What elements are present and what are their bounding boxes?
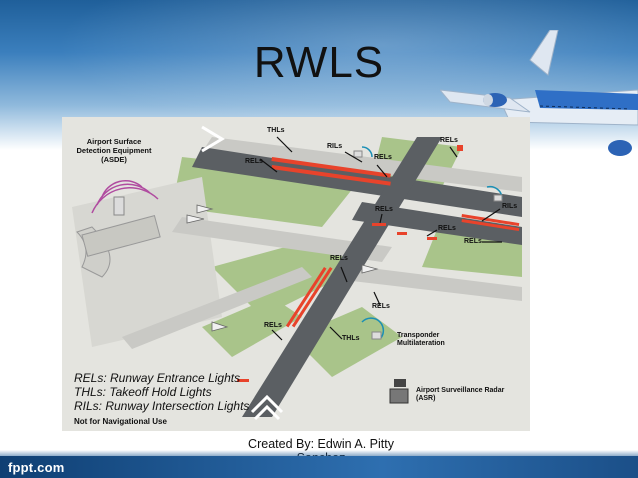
runway bbox=[352, 202, 522, 245]
disclaimer: Not for Navigational Use bbox=[74, 417, 167, 426]
callout-rels-right-low: RELs bbox=[464, 238, 482, 245]
legend-item-rils: RILs: Runway Intersection Lights bbox=[74, 399, 250, 413]
airplane-icon bbox=[440, 30, 638, 156]
asde-label: Airport Surface Detection Equipment (ASD… bbox=[76, 137, 152, 164]
callout-rels-mid: RELs bbox=[330, 255, 348, 262]
taxiway bbox=[202, 137, 522, 192]
concourse bbox=[81, 214, 161, 257]
callout-rels-right-mid: RELs bbox=[438, 225, 456, 232]
callout-rels-top-right: RELs bbox=[440, 137, 458, 144]
runway-entrance-lights bbox=[237, 145, 463, 382]
callout-rils-top: RILs bbox=[327, 143, 343, 150]
airport-layout bbox=[62, 117, 530, 431]
aircraft-icons bbox=[186, 204, 379, 332]
grass-area bbox=[202, 297, 302, 357]
asde-radar-icon bbox=[91, 180, 159, 216]
runway bbox=[192, 147, 522, 217]
callout-rels-left: RELs bbox=[245, 158, 263, 165]
taxiway bbox=[172, 217, 392, 262]
rwls-airport-diagram: Airport Surface Detection Equipment (ASD… bbox=[62, 117, 530, 431]
callout-thls-bottom: THLs bbox=[342, 335, 360, 342]
multilateration-sensor-icon bbox=[353, 146, 503, 340]
callout-rels-bottom-left: RELs bbox=[264, 322, 282, 329]
taxiway bbox=[352, 267, 522, 301]
footer-band bbox=[0, 450, 638, 478]
callout-rils-right: RILs bbox=[502, 203, 518, 210]
taxiway bbox=[122, 267, 312, 349]
runway-intersection-lights bbox=[271, 157, 520, 328]
grass-area bbox=[292, 307, 402, 377]
callout-arrows bbox=[259, 136, 502, 341]
brand-logo: fppt.com bbox=[8, 460, 65, 475]
callout-rels-lower: RELs bbox=[372, 303, 390, 310]
runway-threshold-chevrons bbox=[201, 125, 284, 421]
asr-radar-icon bbox=[389, 379, 409, 404]
transponder-label: Transponder Multilateration bbox=[397, 332, 445, 347]
callout-thls-top: THLs bbox=[267, 127, 285, 134]
slide-title: RWLS bbox=[253, 38, 385, 87]
callout-rels-center: RELs bbox=[375, 206, 393, 213]
asr-label: Airport Surveillance Radar (ASR) bbox=[416, 387, 505, 402]
legend-item-rels: RELs: Runway Entrance Lights bbox=[74, 371, 241, 385]
callout-rels-top-mid: RELs bbox=[374, 154, 392, 161]
legend-item-thls: THLs: Takeoff Hold Lights bbox=[74, 385, 212, 399]
legend: RELs: Runway Entrance Lights THLs: Takeo… bbox=[74, 371, 249, 429]
